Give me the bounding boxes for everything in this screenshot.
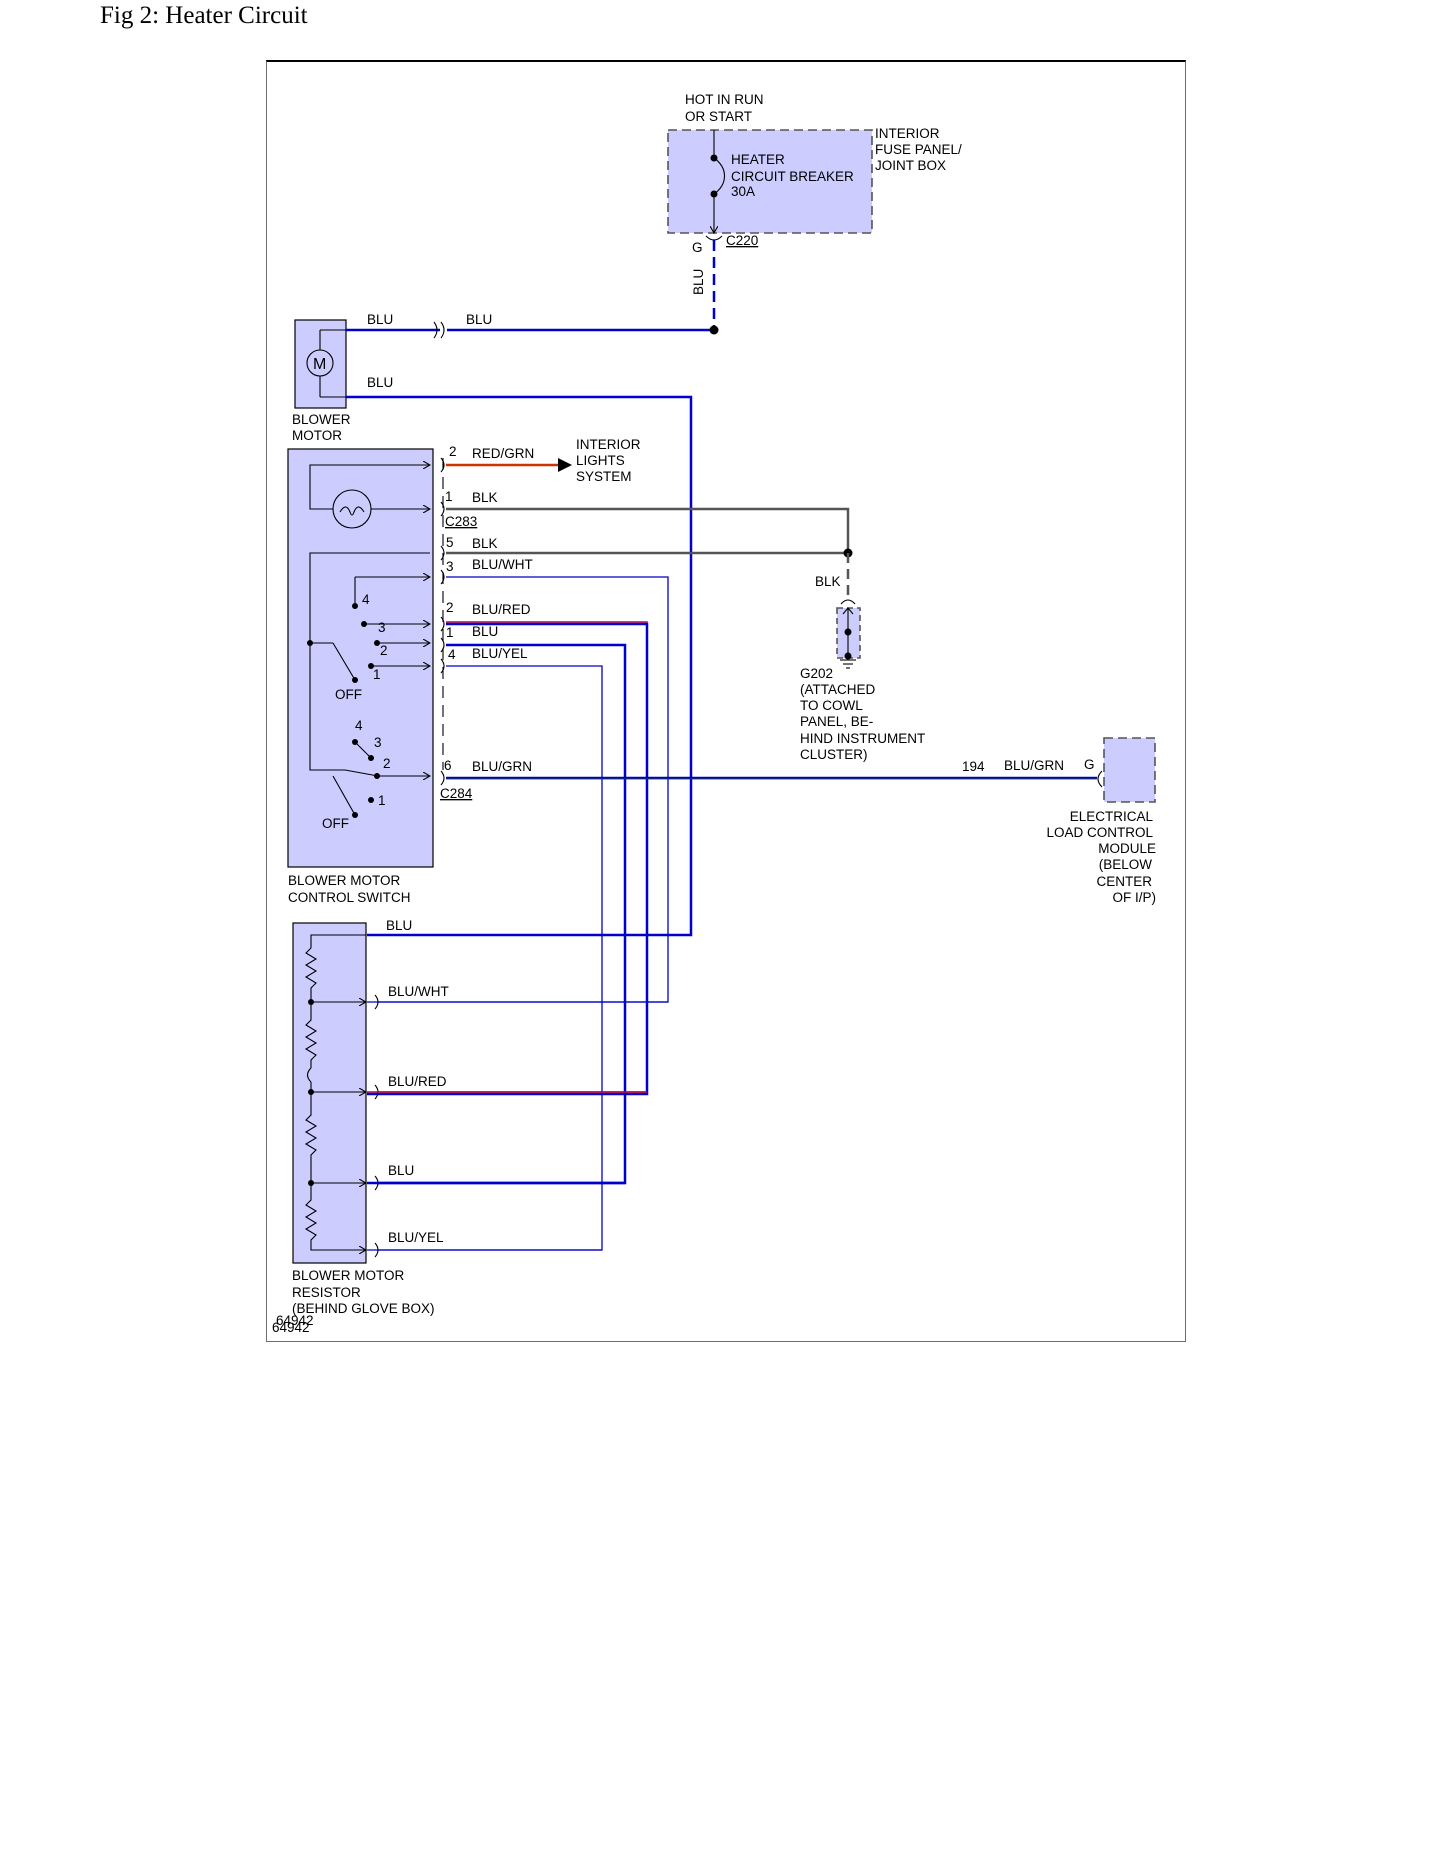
c220-connector: G C220 BLU: [691, 233, 758, 335]
fuse-panel-label-3: JOINT BOX: [875, 158, 946, 173]
fuse-panel-label-1: INTERIOR: [875, 126, 940, 141]
switch-lower-pos2: 2: [383, 756, 391, 771]
c284-wire: BLU/GRN: [472, 759, 532, 774]
switch-upper-pos3: 3: [378, 620, 386, 635]
c284-pin: 6: [444, 758, 452, 773]
c283-pin-1: 1: [445, 489, 453, 504]
c220-wire-label: BLU: [691, 269, 706, 295]
c283-wire-1: BLK: [472, 490, 498, 505]
motor-wire-top-left: BLU: [367, 312, 393, 327]
resistor-wire-2: BLU/RED: [388, 1074, 447, 1089]
breaker-label-1: HEATER: [731, 152, 785, 167]
c283-wire-2: BLK: [472, 536, 498, 551]
c283-pin-3: 3: [446, 559, 454, 574]
blower-motor-label-2: MOTOR: [292, 428, 342, 443]
c283-wire-3: BLU/WHT: [472, 557, 533, 572]
elcm-label-4: (BELOW: [1099, 857, 1153, 872]
fuse-panel-label-2: FUSE PANEL/: [875, 142, 962, 157]
illumination-lamp-icon: [332, 489, 372, 529]
elcm-pin: G: [1084, 757, 1095, 772]
c283-name: C283: [445, 514, 477, 529]
switch-upper-pos1: 1: [373, 667, 381, 682]
elcm-label-3: MODULE: [1098, 841, 1156, 856]
c283-wire-6: BLU/YEL: [472, 646, 528, 661]
motor-wire-top-right: BLU: [466, 312, 492, 327]
resistor-wire-1: BLU/WHT: [388, 984, 449, 999]
resistor-label-1: BLOWER MOTOR: [292, 1268, 405, 1283]
fuse-panel: HOT IN RUN OR START HEATER CIRCUIT BREAK…: [667, 92, 962, 234]
c283-pin-5: 1: [446, 625, 454, 640]
ground-label-2: (ATTACHED: [800, 682, 875, 697]
elcm-circuit: 194: [962, 759, 985, 774]
interior-lights-label-1: INTERIOR: [576, 437, 641, 452]
resistor-box: [292, 922, 367, 1264]
c283-pin-2: 5: [446, 535, 454, 550]
ground-label-5: HIND INSTRUMENT: [800, 731, 925, 746]
elcm-label-2: LOAD CONTROL: [1046, 825, 1153, 840]
elcm-label-5: CENTER: [1096, 874, 1152, 889]
interior-lights-label-2: LIGHTS: [576, 453, 625, 468]
resistor-label-2: RESISTOR: [292, 1285, 361, 1300]
c284-name: C284: [440, 786, 473, 801]
power-label-2: OR START: [685, 109, 752, 124]
elcm-label-1: ELECTRICAL: [1070, 809, 1154, 824]
c283-wire-5: BLU: [472, 624, 498, 639]
diagram-frame: [266, 60, 1186, 1342]
ground-label-4: PANEL, BE-: [800, 714, 873, 729]
breaker-label-3: 30A: [731, 184, 755, 199]
blower-motor-control-switch: 4 3 2 1 OFF 4 3 2 1 OFF BLOWER MOTOR CON…: [287, 448, 434, 905]
c283-pin-4: 2: [446, 600, 454, 615]
blower-motor-label-1: BLOWER: [292, 412, 351, 427]
resistor-label-3: (BEHIND GLOVE BOX): [292, 1301, 435, 1316]
power-label-1: HOT IN RUN: [685, 92, 764, 107]
control-switch-label-2: CONTROL SWITCH: [288, 890, 411, 905]
elcm-label-6: OF I/P): [1113, 890, 1157, 905]
switch-lower-pos3: 3: [374, 735, 382, 750]
c220-pin: G: [692, 240, 703, 255]
switch-upper-pos4: 4: [362, 592, 370, 607]
interior-lights-arrow-icon: [558, 458, 572, 472]
elcm-box: [1103, 737, 1156, 803]
c283-pin-6: 4: [448, 647, 456, 662]
switch-upper-off: OFF: [335, 687, 362, 702]
figure-id-1: 64942: [276, 1313, 314, 1328]
electrical-load-control-module: 194 BLU/GRN G ELECTRICAL LOAD CONTROL MO…: [962, 737, 1157, 905]
motor-wire-bottom: BLU: [367, 375, 393, 390]
ground-g202: G202 (ATTACHED TO COWL PANEL, BE- HIND I…: [800, 599, 925, 762]
resistor-wire-4: BLU/YEL: [388, 1230, 444, 1245]
switch-lower-pos4: 4: [355, 718, 363, 733]
control-switch-label-1: BLOWER MOTOR: [288, 873, 401, 888]
figure-title: Fig 2: Heater Circuit: [100, 2, 308, 29]
fuse-panel-box: [667, 129, 873, 234]
c283-wire-0: RED/GRN: [472, 446, 534, 461]
resistor-wire-3: BLU: [388, 1163, 414, 1178]
switch-upper-pos2: 2: [380, 643, 388, 658]
ground-label-1: G202: [800, 666, 833, 681]
switch-lower-off: OFF: [322, 816, 349, 831]
resistor-wire-0: BLU: [386, 918, 412, 933]
interior-lights-label-3: SYSTEM: [576, 469, 632, 484]
elcm-wire: BLU/GRN: [1004, 758, 1064, 773]
figure-id-2: 64942: [272, 1320, 310, 1335]
c283-connector: 2 RED/GRN 1 BLK C283 5 BLK 3 BLU/WHT 2 B…: [445, 444, 534, 662]
ground-label-3: TO COWL: [800, 698, 863, 713]
ground-label-6: CLUSTER): [800, 747, 868, 762]
c283-wire-4: BLU/RED: [472, 602, 531, 617]
c283-pin-0: 2: [449, 444, 457, 459]
blower-motor: M BLOWER MOTOR BLU BLU BLU: [292, 312, 492, 443]
c284-connector: 6 BLU/GRN C284: [440, 758, 532, 801]
breaker-label-2: CIRCUIT BREAKER: [731, 169, 854, 184]
ground-wire-label: BLK: [815, 574, 841, 589]
motor-symbol: M: [313, 356, 326, 373]
blower-motor-resistor: BLU BLU/WHT BLU/RED BLU BLU/YEL BLOWER M…: [292, 918, 449, 1316]
switch-lower-pos1: 1: [378, 793, 386, 808]
c220-name: C220: [726, 233, 758, 248]
